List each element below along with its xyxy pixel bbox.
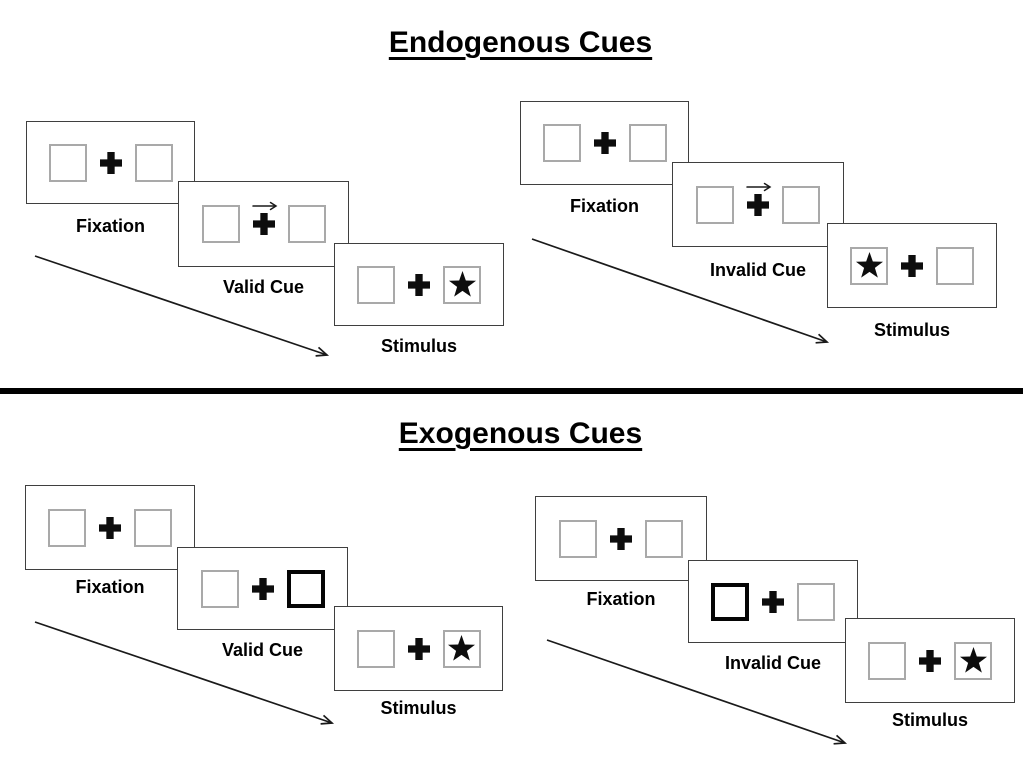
step-label: Valid Cue: [222, 277, 305, 297]
cue-arrow-icon: [746, 182, 772, 191]
center-stack: [593, 132, 616, 154]
right-box: [286, 569, 325, 608]
fixation-cross-icon: [593, 132, 616, 154]
valid-cue-card: [178, 181, 349, 267]
left-box: [357, 265, 395, 304]
left-box: [48, 508, 86, 547]
step-label: Fixation: [569, 196, 639, 216]
center-stack: [610, 527, 632, 550]
right-box: [134, 508, 172, 547]
left-box: [200, 569, 239, 608]
fixation-cross-icon: [747, 193, 769, 216]
left-box: [542, 124, 581, 162]
step-label: Invalid Cue: [709, 260, 807, 280]
center-stack: [901, 254, 923, 277]
fixation-cross-icon: [919, 649, 941, 672]
step-label: Fixation: [75, 577, 145, 597]
section-title-exogenous: Exogenous Cues: [398, 417, 643, 450]
fixation-cross-icon: [762, 590, 784, 613]
right-box: [443, 265, 481, 304]
fixation-cross-icon: [407, 637, 430, 660]
left-box: [868, 641, 906, 680]
step-label: Stimulus: [380, 698, 457, 718]
fixation-cross-icon: [901, 254, 923, 277]
right-box: [287, 205, 326, 243]
step-label: Fixation: [75, 216, 145, 236]
center-stack: [746, 182, 772, 216]
right-box: [954, 641, 992, 680]
left-box: [48, 143, 87, 182]
fixation-cross-icon: [99, 151, 122, 174]
fixation-cross-icon: [251, 577, 274, 600]
target-star-icon: [448, 270, 476, 297]
step-label: Stimulus: [891, 710, 968, 730]
step-label: Fixation: [586, 589, 656, 609]
timeline-arrow-icon: [531, 238, 830, 344]
left-box: [559, 519, 597, 558]
section-divider: [0, 388, 1023, 394]
fixation-card: [535, 496, 707, 581]
fixation-cross-icon: [99, 516, 121, 539]
fixation-cross-icon: [610, 527, 632, 550]
right-box: [936, 246, 974, 285]
right-box: [797, 582, 835, 621]
timeline-arrow-icon: [546, 639, 848, 745]
right-box: [628, 124, 667, 162]
left-box: [850, 246, 888, 285]
step-label: Valid Cue: [221, 640, 304, 660]
target-star-icon: [959, 646, 987, 673]
fixation-card: [25, 485, 195, 570]
center-stack: [408, 273, 430, 296]
step-label: Stimulus: [873, 320, 950, 340]
fixation-card: [26, 121, 195, 204]
right-box: [442, 629, 481, 668]
fixation-card: [520, 101, 689, 185]
stimulus-card: [845, 618, 1015, 703]
left-box: [356, 629, 395, 668]
center-stack: [99, 151, 122, 174]
right-box: [782, 185, 820, 224]
valid-cue-card: [177, 547, 348, 630]
invalid-cue-card: [688, 560, 858, 643]
right-box: [645, 519, 683, 558]
stimulus-card: [827, 223, 997, 308]
timeline-arrow-icon: [34, 621, 335, 725]
fixation-cross-icon: [252, 213, 275, 235]
target-star-icon: [447, 634, 476, 661]
step-label: Stimulus: [380, 336, 457, 356]
target-star-icon: [855, 251, 883, 278]
stimulus-card: [334, 243, 504, 326]
center-stack: [251, 201, 277, 235]
left-box: [201, 205, 240, 243]
center-stack: [919, 649, 941, 672]
center-stack: [99, 516, 121, 539]
right-box: [134, 143, 173, 182]
step-label: Invalid Cue: [724, 653, 822, 673]
cue-arrow-icon: [251, 201, 277, 211]
center-stack: [407, 637, 430, 660]
section-title-endogenous: Endogenous Cues: [388, 26, 653, 59]
fixation-cross-icon: [408, 273, 430, 296]
invalid-cue-card: [672, 162, 844, 247]
left-box: [711, 582, 749, 621]
stimulus-card: [334, 606, 503, 691]
left-box: [696, 185, 734, 224]
center-stack: [762, 590, 784, 613]
timeline-arrow-icon: [34, 255, 330, 357]
center-stack: [251, 577, 274, 600]
